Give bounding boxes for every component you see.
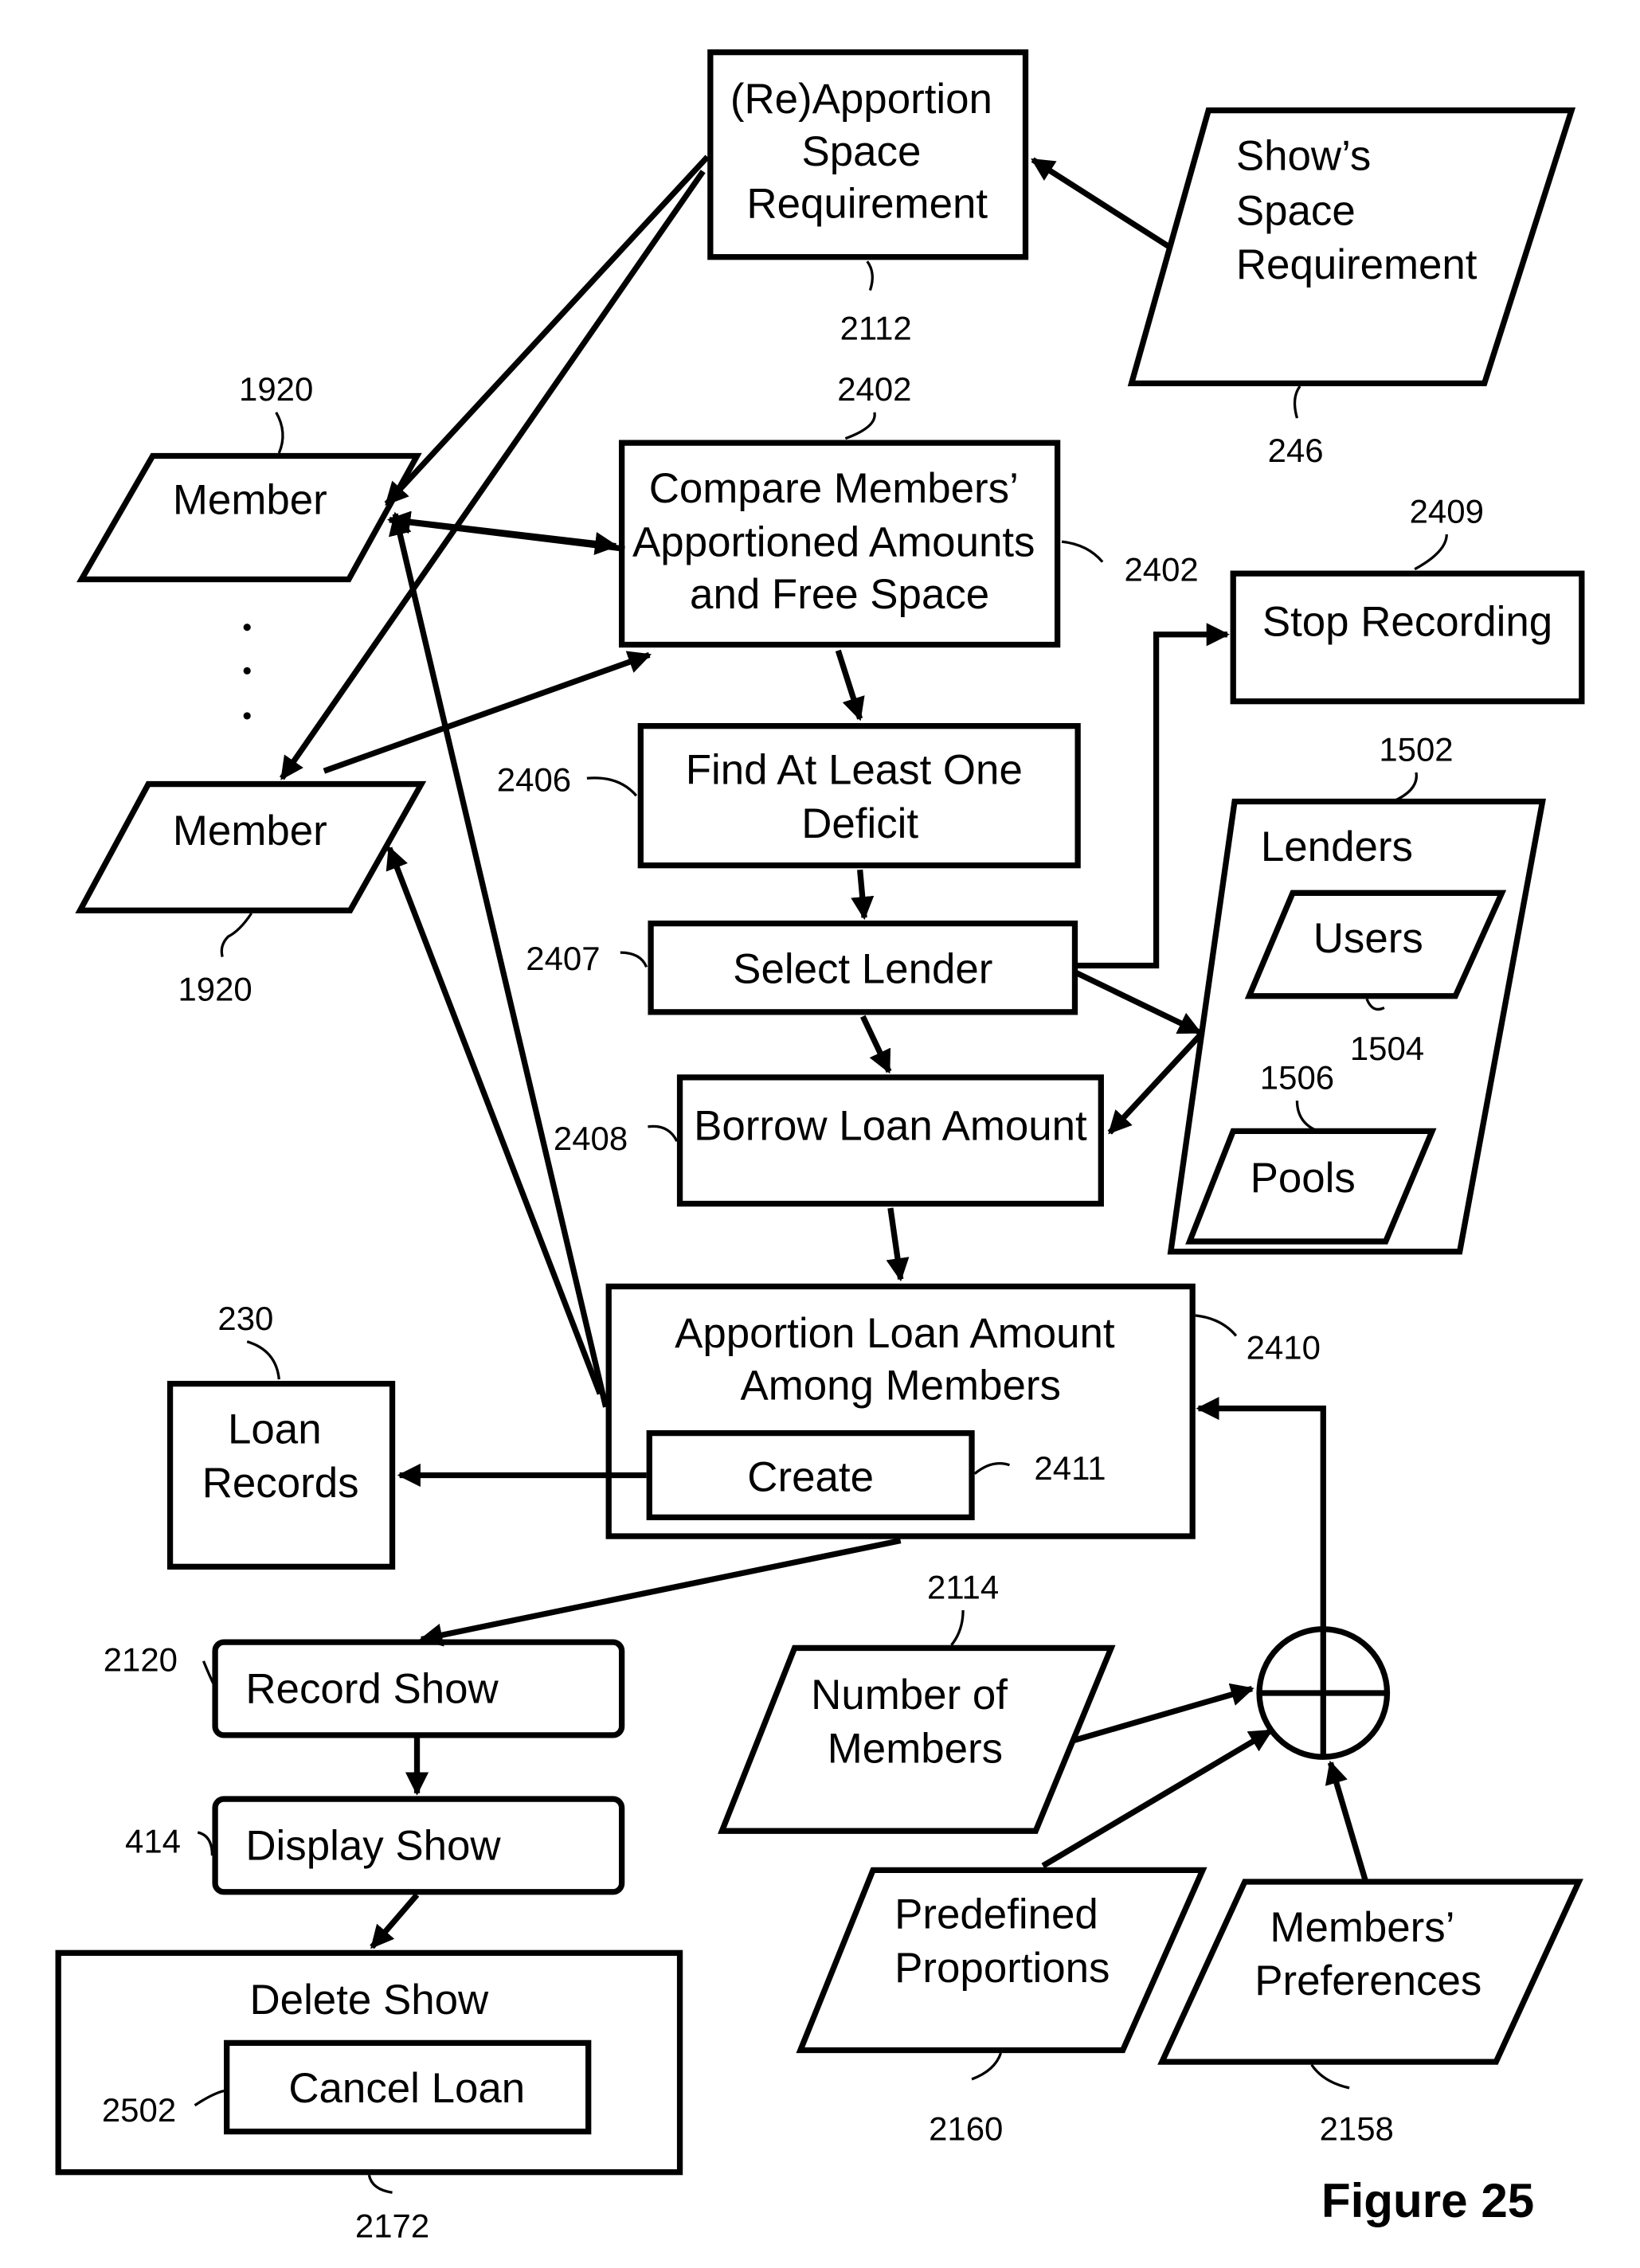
arrow-select-lender-to-lenders bbox=[1076, 973, 1200, 1033]
ref-414: 414 bbox=[125, 1823, 181, 1860]
arrow-compare-to-member-top bbox=[389, 520, 624, 549]
ref-2406: 2406 bbox=[497, 761, 571, 799]
record-show-label: Record Show bbox=[245, 1666, 499, 1713]
show-space-requirement-parallelogram: Show’s Space Requirement bbox=[1132, 111, 1572, 384]
pools-parallelogram: Pools bbox=[1190, 1131, 1432, 1242]
cancel-loan-label: Cancel Loan bbox=[288, 2065, 525, 2112]
display-show-box: Display Show bbox=[215, 1799, 622, 1892]
arrow-borrow-to-apportion-loan bbox=[890, 1208, 901, 1279]
select-lender-label: Select Lender bbox=[733, 945, 992, 992]
borrow-label: Borrow Loan Amount bbox=[694, 1102, 1087, 1149]
stop-recording-box: Stop Recording bbox=[1233, 573, 1582, 701]
arrow-compare-to-find-deficit bbox=[838, 651, 859, 719]
ref-2502: 2502 bbox=[102, 2091, 176, 2129]
figure-label: Figure 25 bbox=[1321, 2174, 1534, 2227]
ref-2408: 2408 bbox=[554, 1120, 628, 1157]
arrow-apportion-loan-to-record-show bbox=[421, 1541, 901, 1640]
reapportion-box: (Re)Apportion Space Requirement bbox=[710, 53, 1026, 257]
arrow-show-space-to-reapportion bbox=[1033, 160, 1169, 247]
ellipsis-dots bbox=[244, 624, 251, 719]
delete-show-label: Delete Show bbox=[250, 1977, 490, 2024]
users-parallelogram: Users bbox=[1249, 893, 1501, 995]
ref-2114: 2114 bbox=[927, 1568, 999, 1605]
lenders-label: Lenders bbox=[1261, 823, 1413, 870]
create-label: Create bbox=[747, 1454, 874, 1501]
compare-box: Compare Members’ Apportioned Amounts and… bbox=[622, 443, 1058, 644]
loan-records-box: Loan Records bbox=[170, 1384, 393, 1567]
member-top-parallelogram: Member bbox=[81, 456, 417, 580]
ref-230: 230 bbox=[217, 1300, 273, 1337]
create-box: Create bbox=[649, 1433, 972, 1518]
display-show-label: Display Show bbox=[245, 1823, 501, 1870]
predefined-proportions-parallelogram: Predefined Proportions bbox=[800, 1870, 1203, 2050]
arrow-junction-to-apportion-loan bbox=[1198, 1409, 1323, 1629]
pools-label: Pools bbox=[1251, 1155, 1356, 1202]
ref-2112: 2112 bbox=[840, 310, 912, 347]
ref-2410: 2410 bbox=[1247, 1329, 1321, 1367]
ref-2409: 2409 bbox=[1410, 492, 1484, 530]
ref-1504: 1504 bbox=[1350, 1030, 1424, 1067]
ref-1502: 1502 bbox=[1379, 730, 1453, 768]
number-of-members-parallelogram: Number of Members bbox=[722, 1648, 1111, 1831]
borrow-box: Borrow Loan Amount bbox=[680, 1077, 1102, 1204]
ref-2407: 2407 bbox=[526, 940, 600, 977]
arrow-find-deficit-to-select-lender bbox=[860, 870, 864, 917]
ref-246: 246 bbox=[1268, 432, 1324, 469]
ref-1920-bottom: 1920 bbox=[178, 970, 252, 1007]
ref-2172: 2172 bbox=[355, 2207, 429, 2245]
arrow-number-of-members-to-junction bbox=[1072, 1689, 1252, 1742]
ref-2411: 2411 bbox=[1034, 1449, 1106, 1487]
arrow-member-bottom-to-compare bbox=[324, 655, 649, 771]
member-top-label: Member bbox=[173, 476, 327, 523]
sum-junction-circle bbox=[1259, 1629, 1387, 1757]
ref-2120: 2120 bbox=[104, 1641, 178, 1679]
ref-2402-side: 2402 bbox=[1124, 550, 1198, 588]
ref-1506: 1506 bbox=[1260, 1058, 1334, 1096]
ref-2158: 2158 bbox=[1320, 2110, 1394, 2148]
ref-2160: 2160 bbox=[929, 2110, 1003, 2148]
member-bottom-label: Member bbox=[173, 807, 327, 854]
arrow-predefined-to-junction bbox=[1043, 1730, 1270, 1866]
compare-label: Compare Members’ Apportioned Amounts and… bbox=[632, 465, 1047, 618]
arrow-select-lender-fail-to-stop-recording bbox=[1076, 635, 1227, 966]
members-preferences-parallelogram: Members’ Preferences bbox=[1162, 1882, 1579, 2062]
ref-2402-top: 2402 bbox=[837, 370, 911, 408]
arrow-preferences-to-junction bbox=[1330, 1762, 1365, 1880]
arrow-display-show-to-delete-show bbox=[372, 1895, 417, 1947]
member-bottom-parallelogram: Member bbox=[80, 784, 421, 911]
stop-recording-label: Stop Recording bbox=[1262, 599, 1552, 646]
record-show-box: Record Show bbox=[215, 1642, 622, 1735]
cancel-loan-box: Cancel Loan bbox=[227, 2043, 589, 2131]
find-deficit-box: Find At Least One Deficit bbox=[640, 726, 1078, 866]
users-label: Users bbox=[1313, 915, 1423, 962]
select-lender-box: Select Lender bbox=[651, 924, 1074, 1012]
arrow-select-lender-to-borrow bbox=[863, 1016, 889, 1071]
ref-1920-top: 1920 bbox=[239, 370, 313, 408]
